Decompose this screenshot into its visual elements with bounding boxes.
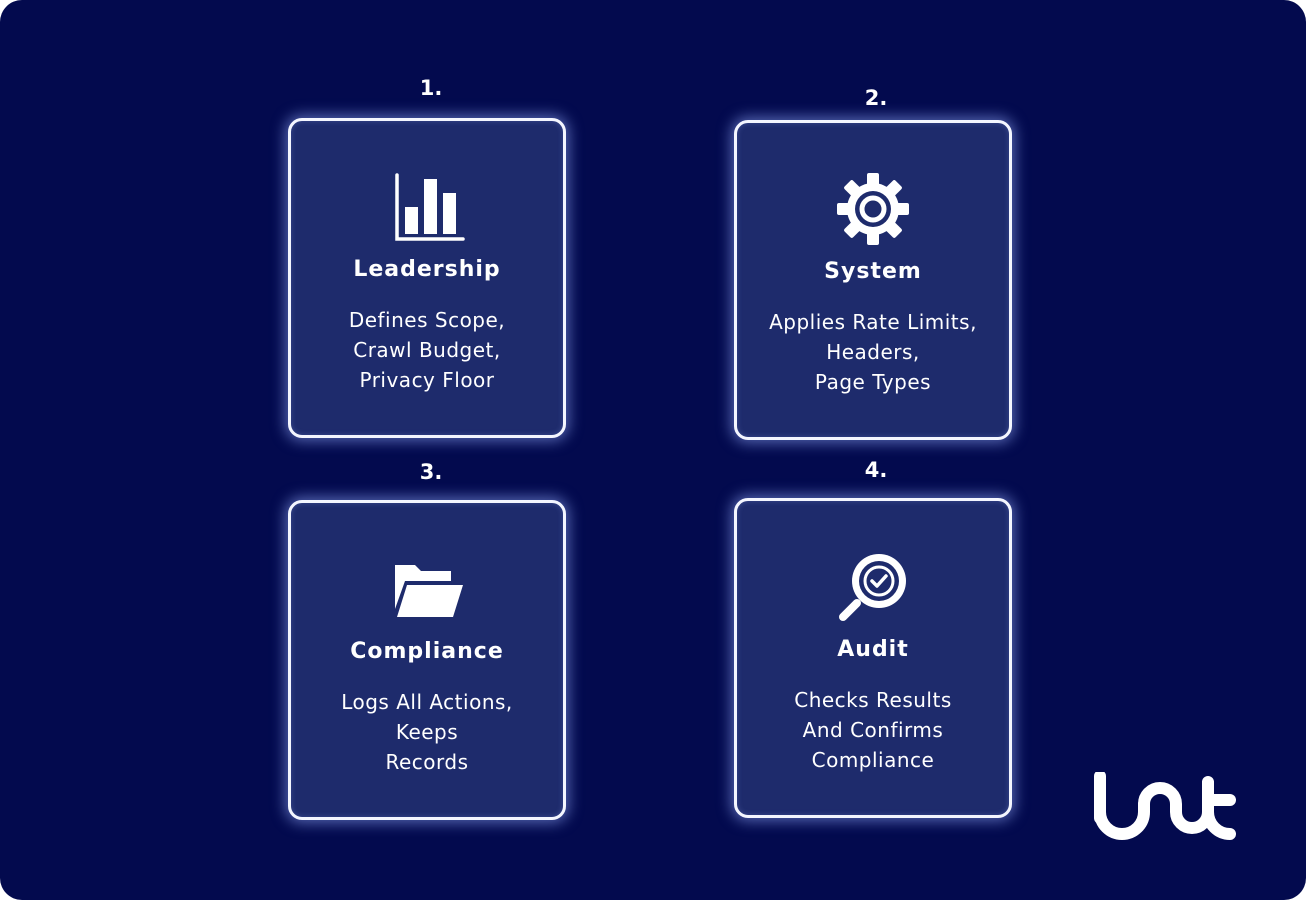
step-2-number: 2.: [864, 86, 888, 110]
step-4-title: Audit: [837, 637, 909, 662]
step-2-card: System Applies Rate Limits, Headers, Pag…: [734, 120, 1012, 440]
step-1-title: Leadership: [353, 257, 501, 282]
step-3-number: 3.: [419, 460, 443, 484]
step-4-description: Checks Results And Confirms Compliance: [794, 688, 952, 772]
step-2-description: Applies Rate Limits, Headers, Page Types: [769, 310, 977, 394]
step-1-card: Leadership Defines Scope, Crawl Budget, …: [288, 118, 566, 438]
folder-icon: [389, 551, 465, 627]
step-3-title: Compliance: [350, 639, 504, 664]
step-1-description: Defines Scope, Crawl Budget, Privacy Flo…: [348, 308, 506, 392]
magnifier-check-icon: [835, 549, 911, 625]
bar-chart-icon: [389, 169, 465, 245]
gear-icon: [835, 171, 911, 247]
step-1-number: 1.: [419, 76, 443, 100]
step-3-card: Compliance Logs All Actions, Keeps Recor…: [288, 500, 566, 820]
step-3-description: Logs All Actions, Keeps Records: [341, 690, 513, 774]
bwt-logo: [1090, 770, 1240, 842]
step-4-number: 4.: [864, 458, 888, 482]
step-4-card: Audit Checks Results And Confirms Compli…: [734, 498, 1012, 818]
step-2-title: System: [824, 259, 922, 284]
